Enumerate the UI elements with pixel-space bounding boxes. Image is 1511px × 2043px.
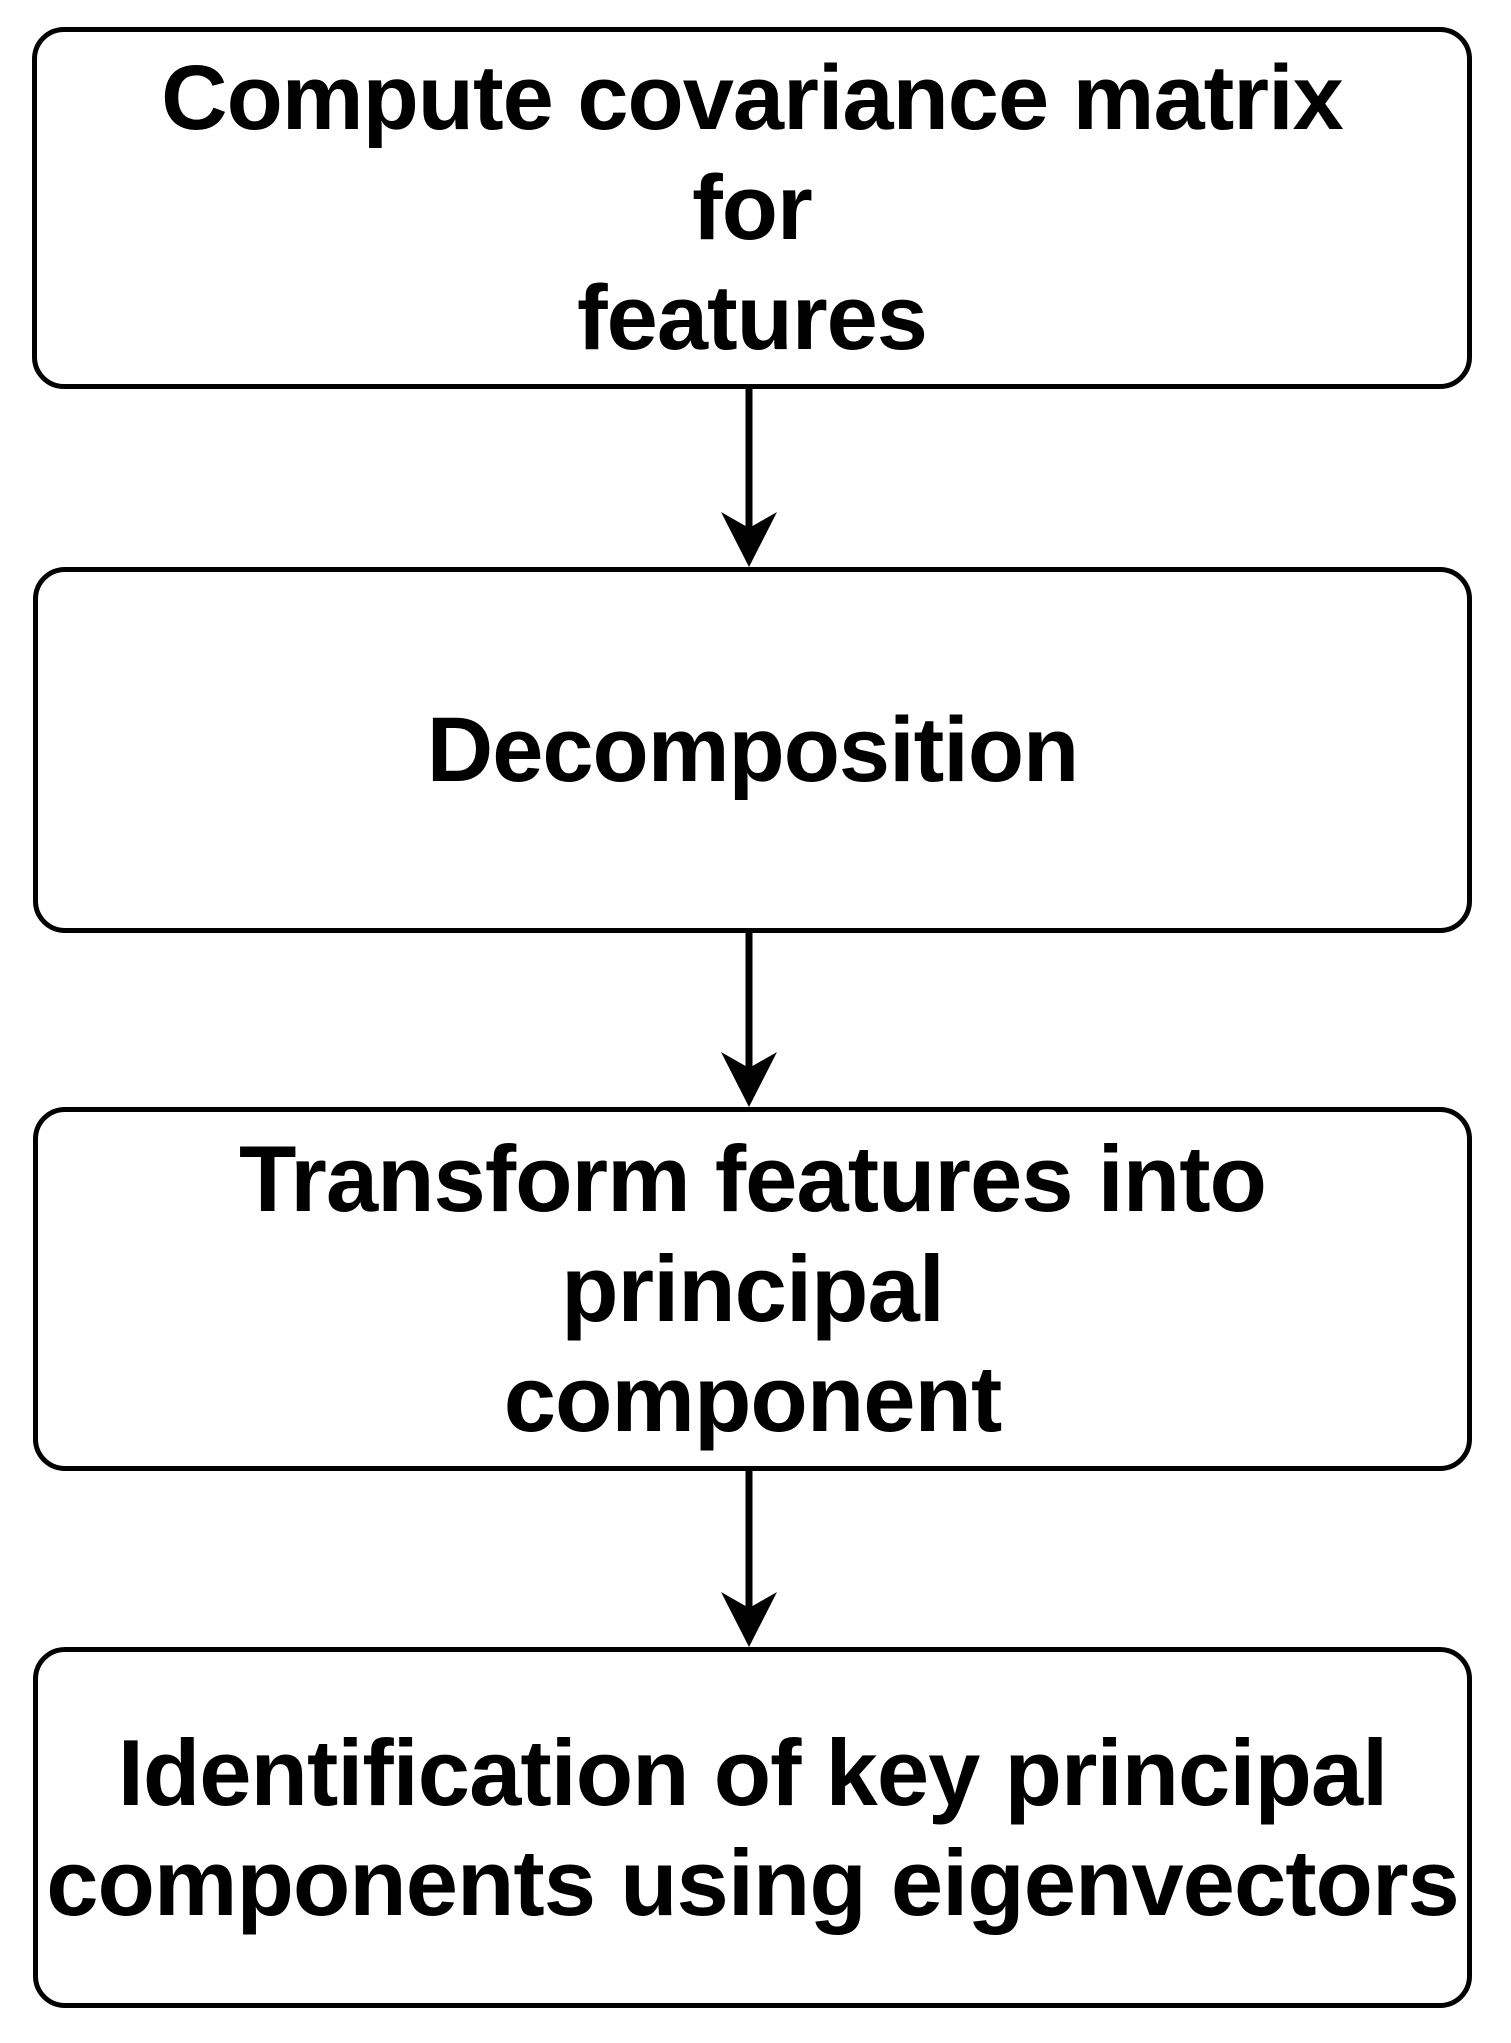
flow-node-compute-covariance-matrix[interactable]: Compute covariance matrix for features [32, 27, 1472, 389]
edge-node2-to-node3 [721, 933, 777, 1107]
edge-node3-to-node4 [721, 1471, 777, 1647]
flow-node-label: Decomposition [426, 699, 1079, 801]
flow-node-label: Identification of key principal componen… [46, 1719, 1460, 1935]
flow-node-label: Transform features into principal compon… [239, 1126, 1267, 1451]
flow-node-label: Compute covariance matrix for features [161, 47, 1344, 369]
flow-node-transform-features[interactable]: Transform features into principal compon… [33, 1107, 1472, 1471]
edge-node1-to-node2 [721, 389, 777, 567]
flow-node-identification-key-components[interactable]: Identification of key principal componen… [33, 1647, 1472, 2008]
flow-node-decomposition[interactable]: Decomposition [33, 567, 1472, 933]
